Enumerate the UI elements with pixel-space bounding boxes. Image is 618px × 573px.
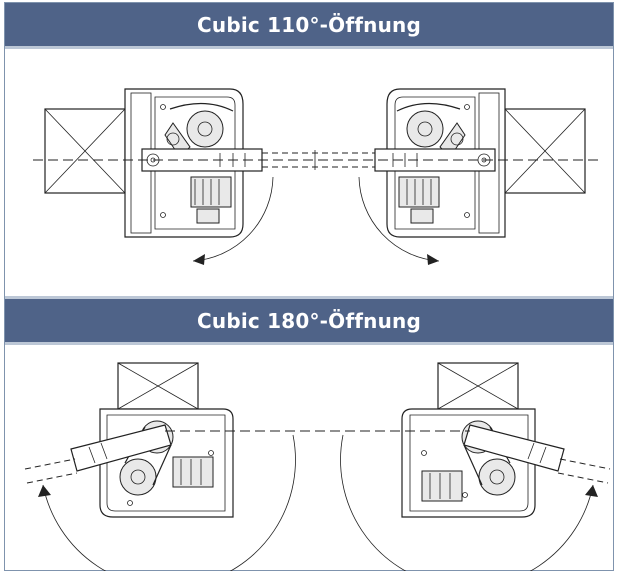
- right-arrow-head: [427, 254, 439, 265]
- diagram-frame: Cubic 110°-Öffnung Cubic 180°-Öffnung: [4, 2, 614, 571]
- left-arrow-head-180: [38, 485, 51, 497]
- left-arrow-head: [193, 254, 205, 265]
- section-title-180-text: Cubic 180°-Öffnung: [197, 308, 421, 333]
- left-pillar-180: [117, 362, 199, 410]
- separator-top: [5, 46, 613, 49]
- left-swing-arc-180: [42, 434, 296, 571]
- section-title-180: Cubic 180°-Öffnung: [5, 299, 613, 342]
- right-swing-arc-180: [340, 434, 594, 571]
- section-title-110: Cubic 110°-Öffnung: [5, 3, 613, 46]
- right-motor-housing-180: [401, 408, 536, 518]
- left-pillar: [44, 108, 126, 194]
- cubic-180-drawing: [24, 362, 611, 571]
- cubic-110-drawing: [33, 88, 601, 265]
- left-motor-housing-180: [99, 408, 234, 518]
- right-pillar-180: [437, 362, 519, 410]
- left-swing-arc: [192, 176, 274, 262]
- left-gate-extension: [24, 458, 76, 470]
- right-arrow-head-180: [585, 485, 598, 497]
- separator-bottom: [5, 342, 613, 345]
- separator-middle: [5, 296, 613, 299]
- section-title-110-text: Cubic 110°-Öffnung: [197, 12, 421, 37]
- right-pillar: [504, 108, 586, 194]
- right-gate-extension-lower: [557, 472, 609, 484]
- left-arm-180: [70, 424, 172, 472]
- right-arm-180: [463, 424, 565, 472]
- left-gate-extension-lower: [26, 472, 78, 484]
- left-motor-housing: [124, 88, 244, 238]
- right-gate-extension: [559, 458, 611, 470]
- right-arm: [374, 148, 496, 172]
- right-swing-arc: [358, 176, 440, 262]
